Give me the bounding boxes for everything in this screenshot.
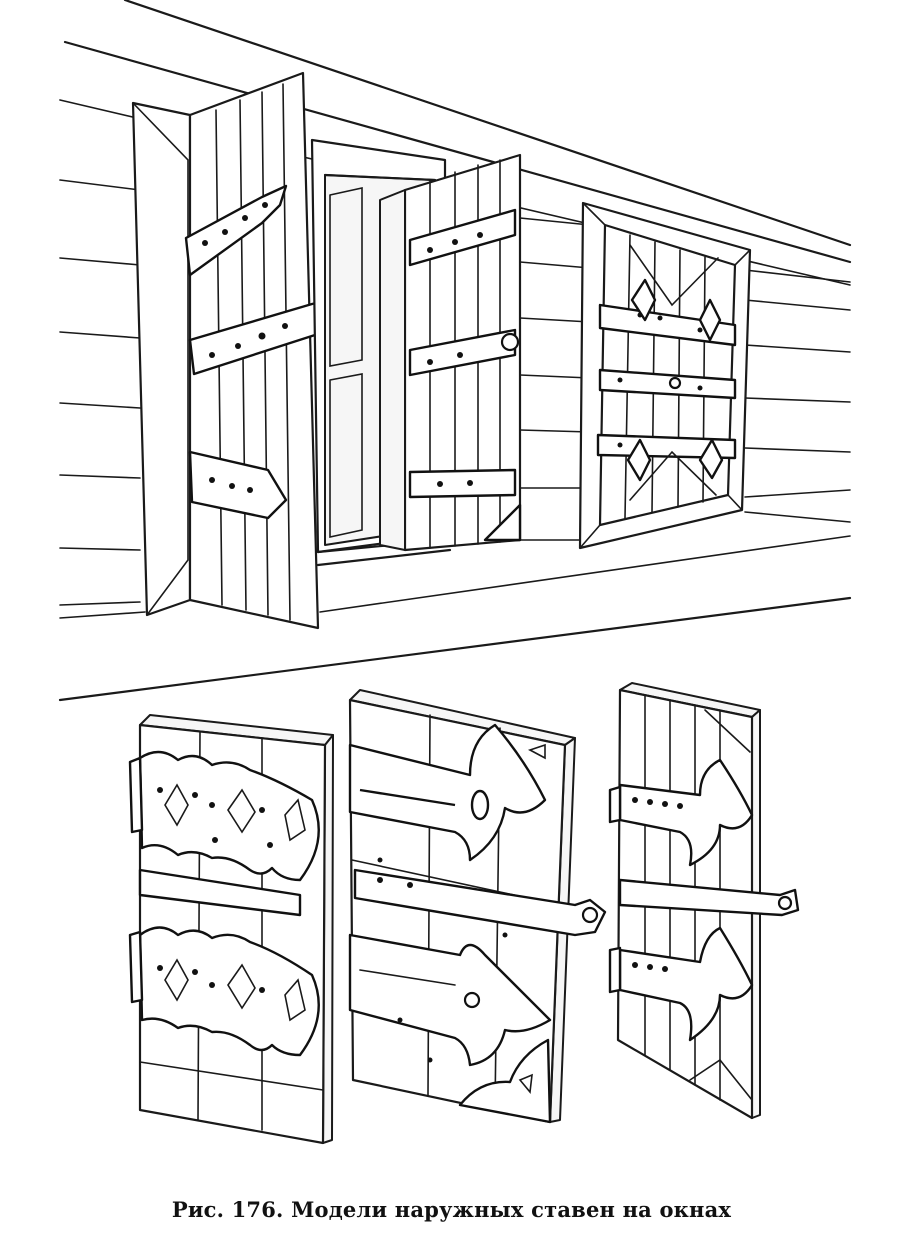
shutter-model-1 [128, 714, 334, 1145]
shutter-model-2 [348, 689, 607, 1124]
figure-caption: Рис. 176. Модели наружных ставен на окна… [171, 1197, 732, 1222]
shutters-illustration [58, 0, 852, 1145]
shutter-model-3 [608, 682, 800, 1120]
wall-with-windows [58, 0, 852, 702]
